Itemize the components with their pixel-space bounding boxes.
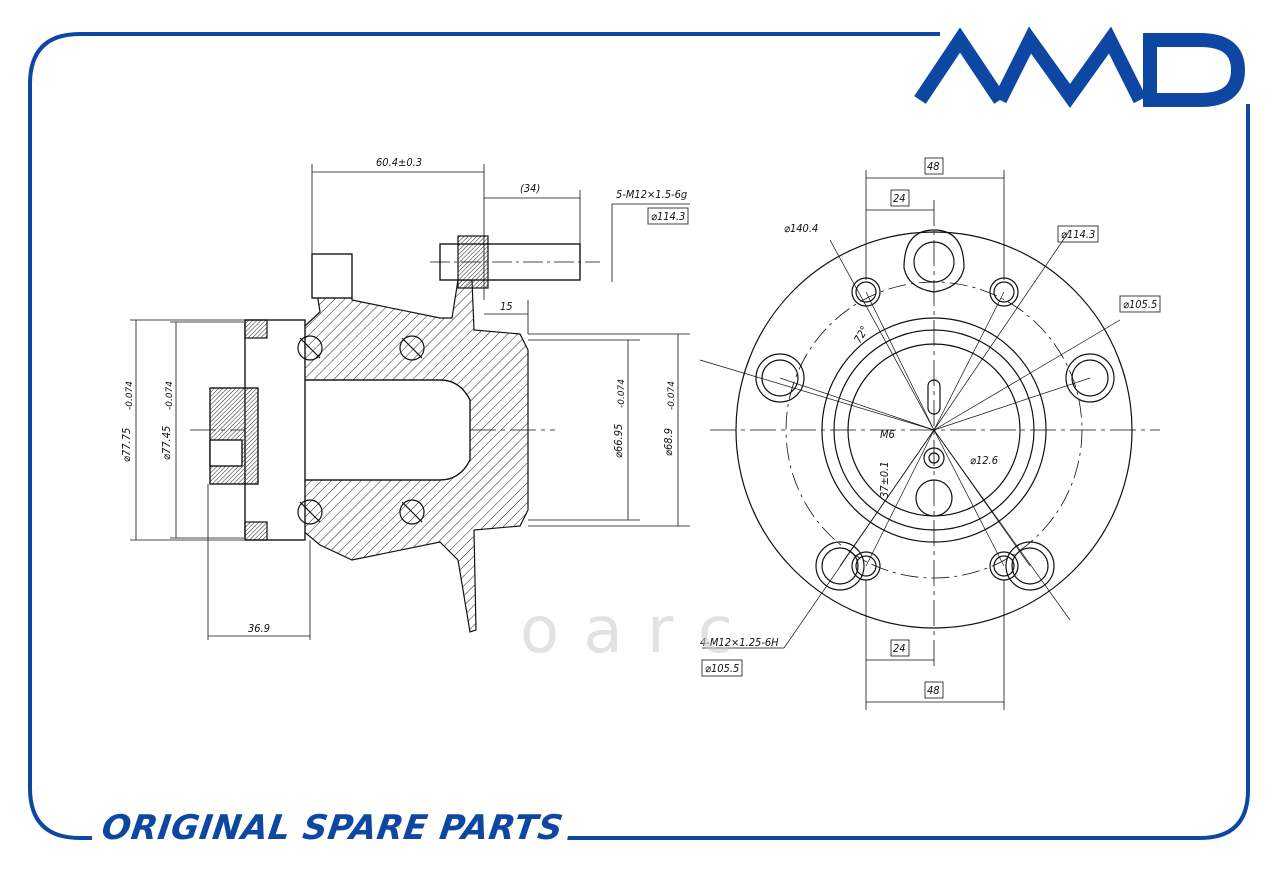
dim-24-top: 24 [893,192,906,205]
front-view [699,200,1160,668]
thread2-label: 4-M12×1.25-6H [700,636,779,649]
footer-title: ORIGINAL SPARE PARTS [93,808,572,848]
dia-12-label: ⌀12.6 [970,454,998,467]
dia-4-label: ⌀68.9 [662,428,675,456]
dia-4-tol: -0.074 [667,381,677,410]
section-view [190,235,690,633]
dia-1-tol: -0.074 [125,381,135,410]
dia-3-label: ⌀66.95 [612,424,625,458]
section-dimensions [130,164,690,640]
dim-width-label: 60.4±0.3 [376,156,422,169]
dia-105-top-label: ⌀105.5 [1123,298,1157,311]
dim-stud-label: (34) [520,182,540,195]
dim-36-label: 36.9 [248,622,270,635]
dim-37-label: 37±0.1 [878,461,891,498]
front-dimensions [702,170,1005,710]
dim-15-label: 15 [500,300,513,313]
dim-48-top: 48 [927,160,940,173]
section-labels: 60.4±0.3 (34) 5-M12×1.5-6g ⌀114.3 15 36.… [120,156,689,635]
pcd-stud-label: ⌀114.3 [651,210,685,223]
dia-114-label: ⌀114.3 [1061,228,1095,241]
sheet-border [28,32,1250,840]
stud-bosses [755,229,1115,591]
front-labels: 48 24 ⌀140.4 ⌀114.3 ⌀105.5 72° M6 ⌀12.6 … [700,157,1161,699]
angle-label: 72° [851,324,871,346]
dia-140-label: ⌀140.4 [784,222,818,235]
dim-24-bottom: 24 [893,642,906,655]
dia-3-tol: -0.074 [617,379,627,408]
amd-logo [914,26,1246,109]
dia-2-tol: -0.074 [165,381,175,410]
watermark: ο a r c [520,594,735,668]
dia-2-label: ⌀77.45 [160,426,173,460]
dia-105-bottom-label: ⌀105.5 [705,662,739,675]
dia-1-label: ⌀77.75 [120,428,133,462]
m6-label: M6 [880,428,895,441]
thread-label: 5-M12×1.5-6g [616,188,687,201]
dim-48-bottom: 48 [927,684,940,697]
